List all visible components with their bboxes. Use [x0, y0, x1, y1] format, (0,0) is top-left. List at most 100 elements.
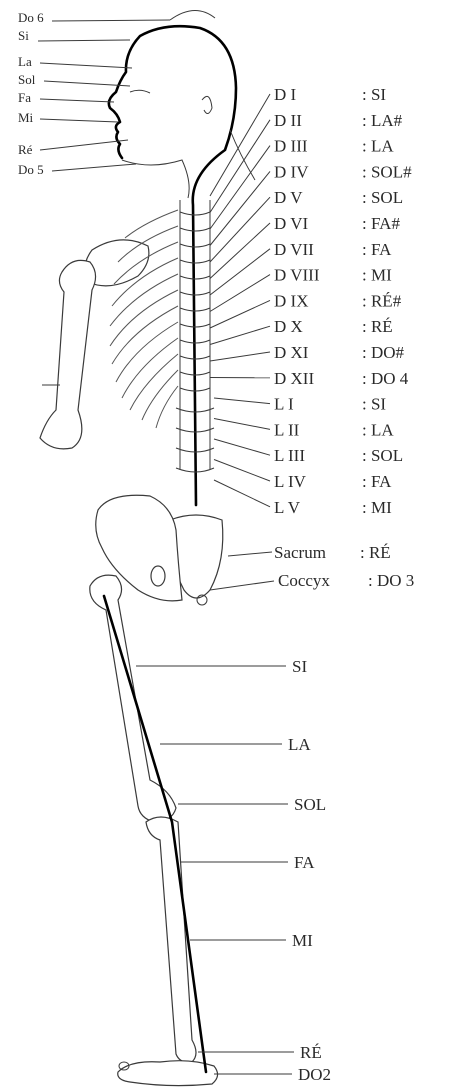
vertebra-leader-line: [210, 197, 270, 262]
vertebra-leader-line: [214, 460, 270, 482]
vertebra-leader-line: [214, 439, 270, 455]
obturator: [151, 566, 165, 586]
head-labels: Do 6 Si La Sol Fa Mi Ré Do 5: [18, 10, 170, 177]
skull-top: [170, 10, 215, 20]
head-label-text: Mi: [18, 110, 34, 125]
vertebra-leader-line: [210, 94, 270, 196]
vertebra-label-row: L II : LA: [214, 419, 394, 440]
coccyx-label: Coccyx : DO 3: [210, 571, 414, 590]
vertebra-leader-line: [210, 171, 270, 245]
sacrum-note: : RÉ: [360, 543, 391, 562]
head-label-text: Do 6: [18, 10, 44, 25]
vertebra-note: : LA: [362, 420, 394, 439]
jaw: [122, 160, 189, 198]
vertebra-name: D XI: [274, 343, 309, 362]
head-label-la: La: [18, 54, 132, 69]
vertebra-name: D III: [274, 137, 308, 156]
vertebra-note: : DO#: [362, 343, 405, 362]
head-label-text: Si: [18, 28, 29, 43]
vertebra-note: : SOL: [362, 446, 403, 465]
vertebra-leader-line: [210, 146, 270, 229]
vertebra-label-row: D XII : DO 4: [210, 369, 409, 388]
vertebra-name: L III: [274, 446, 305, 465]
vertebra-leader-line: [210, 120, 270, 213]
leg-label-text: RÉ: [300, 1043, 322, 1062]
vertebra-note: : FA: [362, 240, 392, 259]
head-label-text: La: [18, 54, 32, 69]
vertebra-note: : SOL: [362, 188, 403, 207]
vertebra-note: : FA#: [362, 214, 400, 233]
vertebra-name: L I: [274, 395, 294, 414]
pelvis-labels: Sacrum : RÉ Coccyx : DO 3: [210, 543, 414, 590]
vertebra-note: : SI: [362, 395, 386, 414]
vertebra-name: D X: [274, 317, 303, 336]
femur: [90, 575, 176, 822]
vertebra-name: D VII: [274, 240, 314, 259]
leg-label-sol: SOL: [178, 795, 326, 814]
coccyx-note: : DO 3: [368, 571, 414, 590]
vertebra-labels: D I: SID II: LA#D III: LAD IV: SOL#D V: …: [210, 85, 412, 517]
coccyx-name: Coccyx: [278, 571, 330, 590]
head-label-re: Ré: [18, 140, 128, 157]
head-label-do6: Do 6: [18, 10, 170, 25]
vertebra-name: D II: [274, 111, 302, 130]
vertebra-note: : FA: [362, 472, 392, 491]
head-label-text: Fa: [18, 90, 31, 105]
vertebra-name: L V: [274, 498, 301, 517]
vertebra-name: L IV: [274, 472, 307, 491]
leg-label-la: LA: [160, 735, 311, 754]
leg-label-si: SI: [136, 657, 307, 676]
head-label-text: Ré: [18, 142, 33, 157]
head-label-mi: Mi: [18, 110, 118, 125]
head-label-fa: Fa: [18, 90, 114, 105]
vertebra-leader-line: [214, 398, 270, 404]
leg-label-text: FA: [294, 853, 315, 872]
vertebra-name: D XII: [274, 369, 314, 388]
vertebra-name: D V: [274, 188, 303, 207]
leg-label-text: MI: [292, 931, 313, 950]
vertebra-name: D IV: [274, 162, 309, 181]
humerus: [40, 260, 96, 449]
vertebra-leader-line: [210, 275, 270, 312]
vertebra-label-row: L III : SOL: [214, 439, 403, 465]
vertebra-leader-line: [210, 300, 270, 328]
vertebra-label-row: L I : SI: [214, 395, 386, 414]
vertebra-name: D VIII: [274, 266, 320, 285]
vertebra-label-row: D X : RÉ: [210, 317, 393, 344]
vertebra-note: : SOL#: [362, 162, 412, 181]
vertebra-note: : RÉ#: [362, 291, 402, 310]
head-label-si: Si: [18, 28, 130, 43]
sacrum-name: Sacrum: [274, 543, 326, 562]
vertebra-name: L II: [274, 420, 300, 439]
vertebra-name: D I: [274, 85, 297, 104]
leg-label-re: RÉ: [198, 1043, 322, 1062]
vertebra-note: : MI: [362, 498, 392, 517]
leg-label-do2: DO2: [214, 1065, 331, 1084]
foot: [118, 1061, 218, 1086]
leg-label-text: SOL: [294, 795, 326, 814]
skeleton-figure: [40, 10, 255, 1085]
vertebra-note: : SI: [362, 85, 386, 104]
vertebra-leader-line: [210, 223, 270, 279]
leg-label-fa: FA: [180, 853, 315, 872]
vertebra-note: : LA: [362, 137, 394, 156]
vertebra-note: : RÉ: [362, 317, 393, 336]
vertebra-name: D VI: [274, 214, 308, 233]
vertebra-leader-line: [210, 249, 270, 295]
vertebra-leader-line: [214, 480, 270, 507]
leg-label-text: DO2: [298, 1065, 331, 1084]
vertebra-leader-line: [210, 352, 270, 361]
vertebra-leader-line: [214, 419, 270, 430]
head-label-text: Sol: [18, 72, 36, 87]
head-label-sol: Sol: [18, 72, 130, 87]
leg-label-text: LA: [288, 735, 311, 754]
leg-label-mi: MI: [190, 931, 313, 950]
vertebra-name: D IX: [274, 291, 308, 310]
eye: [130, 90, 150, 93]
vertebra-note: : DO 4: [362, 369, 409, 388]
vertebra-note: : MI: [362, 266, 392, 285]
head-label-do5: Do 5: [18, 162, 136, 177]
head-label-text: Do 5: [18, 162, 44, 177]
leg-label-text: SI: [292, 657, 307, 676]
